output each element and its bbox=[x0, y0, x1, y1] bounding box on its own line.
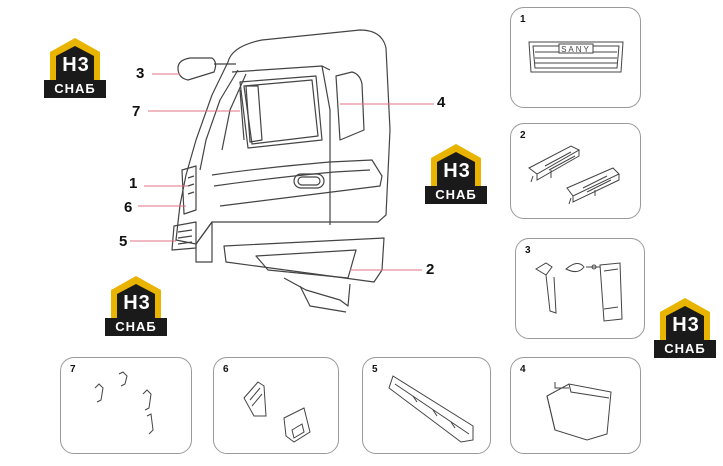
brand-logo: H3 СНАБ bbox=[44, 36, 106, 98]
corner-caps-drawing bbox=[243, 381, 311, 443]
panel-number: 2 bbox=[520, 130, 526, 141]
panel-5-bumper: 5 bbox=[362, 357, 491, 454]
callout-1: 1 bbox=[129, 175, 138, 192]
logo-text: СНАБ bbox=[44, 80, 106, 98]
panel-number: 7 bbox=[70, 364, 76, 375]
panel-6-corner-caps: 6 bbox=[213, 357, 339, 454]
house-icon bbox=[431, 144, 481, 186]
steps-drawing bbox=[528, 145, 620, 205]
panel-4-cover: 4 bbox=[510, 357, 641, 454]
logo-code: H3 bbox=[443, 160, 471, 182]
panel-number: 3 bbox=[525, 245, 531, 256]
panel-number: 1 bbox=[520, 14, 526, 25]
grille-logo: SANY bbox=[561, 45, 591, 54]
house-icon bbox=[111, 276, 161, 318]
callout-2: 2 bbox=[426, 261, 435, 278]
panel-number: 4 bbox=[520, 364, 526, 375]
logo-text: СНАБ bbox=[654, 340, 716, 358]
callout-4: 4 bbox=[437, 94, 446, 111]
mirrors-drawing bbox=[535, 262, 623, 322]
callout-5: 5 bbox=[119, 233, 128, 250]
brand-logo: H3 СНАБ bbox=[654, 296, 716, 358]
clips-drawing bbox=[94, 371, 154, 435]
panel-3-mirrors: 3 bbox=[515, 238, 645, 339]
logo-code: H3 bbox=[123, 292, 151, 314]
panel-number: 5 bbox=[372, 364, 378, 375]
grille-drawing: SANY bbox=[528, 41, 624, 73]
cover-drawing bbox=[546, 382, 612, 441]
brand-logo: H3 СНАБ bbox=[105, 274, 167, 336]
panel-1-grille: 1 SANY bbox=[510, 7, 641, 108]
callout-3: 3 bbox=[136, 65, 145, 82]
house-icon bbox=[660, 298, 710, 340]
panel-7-clips: 7 bbox=[60, 357, 192, 454]
logo-text: СНАБ bbox=[425, 186, 487, 204]
logo-text: СНАБ bbox=[105, 318, 167, 336]
panel-number: 6 bbox=[223, 364, 229, 375]
bumper-drawing bbox=[388, 375, 474, 443]
logo-code: H3 bbox=[672, 314, 700, 336]
callout-7: 7 bbox=[132, 103, 141, 120]
callout-6: 6 bbox=[124, 199, 133, 216]
house-icon bbox=[50, 38, 100, 80]
logo-code: H3 bbox=[62, 54, 90, 76]
brand-logo: H3 СНАБ bbox=[425, 142, 487, 204]
panel-2-steps: 2 bbox=[510, 123, 641, 219]
